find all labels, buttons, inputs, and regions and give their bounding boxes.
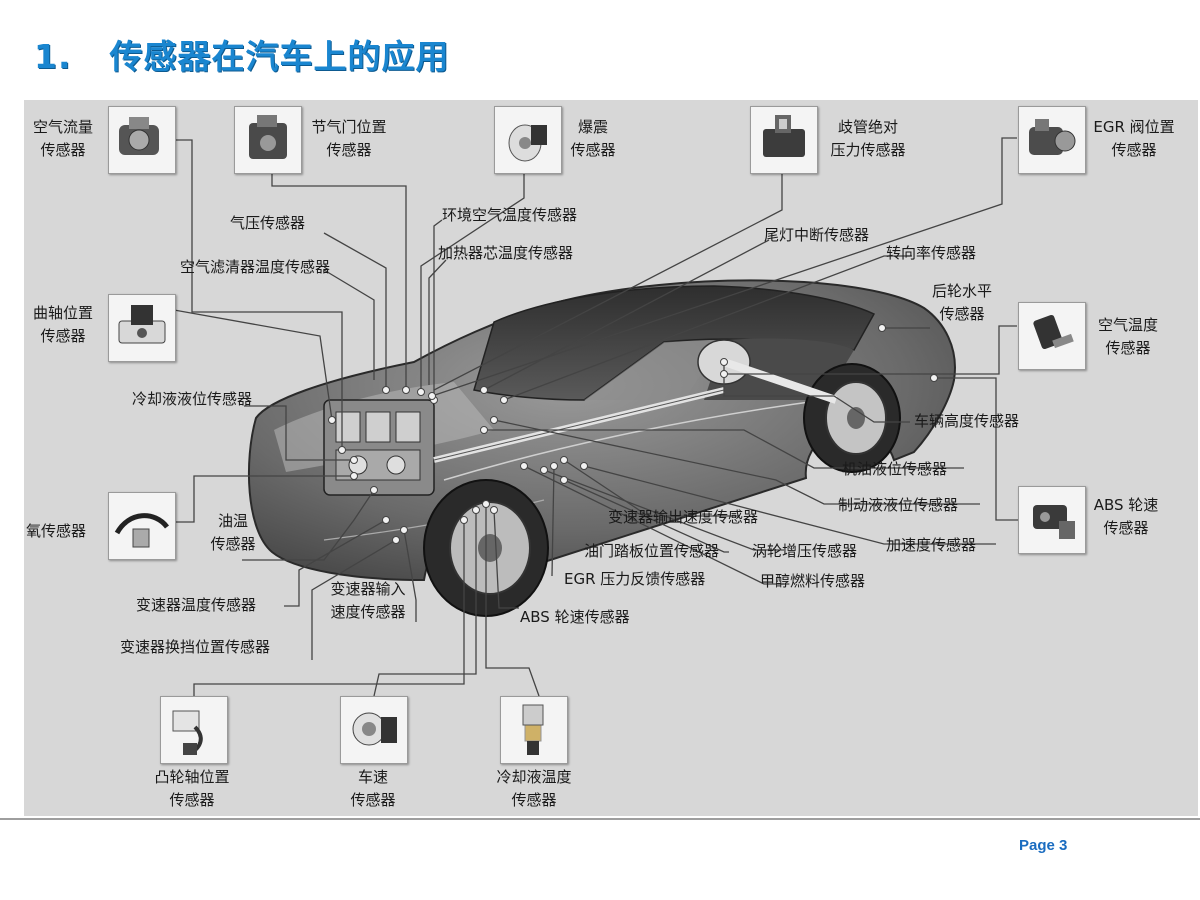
leader-lines bbox=[173, 137, 1024, 697]
label-egr-pressure-feedback-sensor: EGR 压力反馈传感器 bbox=[564, 570, 706, 588]
label-taillight-failure-sensor: 尾灯中断传感器 bbox=[764, 226, 870, 244]
label-oxygen-sensor: 氧传感器 bbox=[26, 522, 87, 540]
label-air-temp-sensor: 空气温度传感器 bbox=[1097, 316, 1158, 357]
footer-divider bbox=[0, 818, 1200, 820]
label-oil-temp-sensor: 油温传感器 bbox=[210, 512, 256, 553]
label-trans-output-speed-sensor: 变速器输出速度传感器 bbox=[608, 508, 759, 526]
label-rear-wheel-level-sensor: 后轮水平传感器 bbox=[931, 282, 992, 323]
engine-block bbox=[323, 399, 435, 496]
oxygen-sensor-photo bbox=[108, 492, 176, 560]
label-knock-sensor: 爆震传感器 bbox=[570, 118, 616, 159]
label-vehicle-speed-sensor: 车速传感器 bbox=[350, 768, 396, 809]
label-brake-fluid-level-sensor: 制动液液位传感器 bbox=[838, 496, 959, 514]
label-acceleration-sensor: 加速度传感器 bbox=[886, 536, 977, 554]
label-trans-input-speed-sensor: 变速器输入速度传感器 bbox=[330, 580, 406, 621]
label-yaw-rate-sensor: 转向率传感器 bbox=[886, 244, 977, 262]
page-number: Page 3 bbox=[1019, 837, 1068, 854]
vehicle-speed-sensor-photo bbox=[340, 696, 408, 764]
label-barometric-pressure-sensor: 气压传感器 bbox=[230, 214, 306, 232]
air-temp-sensor-photo bbox=[1018, 302, 1086, 370]
sensor-diagram-panel: 空气流量传感器 节气门位置传感器 爆震传感器 歧管绝对压力传感器 EGR 阀位置… bbox=[24, 100, 1198, 816]
egr-valve-sensor-photo bbox=[1018, 106, 1086, 174]
label-manifold-pressure-sensor: 歧管绝对压力传感器 bbox=[830, 118, 906, 159]
sensor-points bbox=[328, 324, 938, 544]
crankshaft-sensor-photo bbox=[108, 294, 176, 362]
knock-sensor-photo bbox=[494, 106, 562, 174]
label-trans-temp-sensor: 变速器温度传感器 bbox=[136, 596, 257, 614]
label-trans-gear-position-sensor: 变速器换挡位置传感器 bbox=[120, 638, 271, 656]
label-coolant-temp-sensor: 冷却液温度传感器 bbox=[496, 768, 572, 809]
label-turbo-boost-sensor: 涡轮增压传感器 bbox=[752, 542, 858, 560]
camshaft-sensor-photo bbox=[160, 696, 228, 764]
label-heater-core-temp-sensor: 加热器芯温度传感器 bbox=[438, 244, 574, 262]
slide-title: 1. 传感器在汽车上的应用 bbox=[34, 30, 450, 78]
car-windows bbox=[473, 285, 876, 401]
label-coolant-level-sensor: 冷却液液位传感器 bbox=[132, 390, 253, 408]
label-throttle-position-sensor: 节气门位置传感器 bbox=[311, 118, 387, 159]
label-air-cleaner-temp-sensor: 空气滤清器温度传感器 bbox=[180, 258, 331, 276]
manifold-pressure-sensor-photo bbox=[750, 106, 818, 174]
label-vehicle-height-sensor: 车辆高度传感器 bbox=[914, 412, 1020, 430]
coolant-temp-sensor-photo bbox=[500, 696, 568, 764]
label-methanol-fuel-sensor: 甲醇燃料传感器 bbox=[760, 572, 866, 590]
label-abs-wheel-speed-sensor-right: ABS 轮速传感器 bbox=[1093, 496, 1159, 537]
throttle-position-sensor-photo bbox=[234, 106, 302, 174]
rear-wheel bbox=[803, 363, 901, 473]
slide-section-number: 1. bbox=[34, 37, 72, 76]
label-camshaft-position-sensor: 凸轮轴位置传感器 bbox=[154, 768, 230, 809]
label-ambient-air-temp-sensor: 环境空气温度传感器 bbox=[442, 206, 578, 224]
label-abs-wheel-speed-sensor-center: ABS 轮速传感器 bbox=[520, 608, 630, 626]
label-accel-pedal-position-sensor: 油门踏板位置传感器 bbox=[584, 542, 720, 560]
label-oil-level-sensor: 机油液位传感器 bbox=[842, 460, 948, 478]
label-crankshaft-position-sensor: 曲轴位置传感器 bbox=[32, 304, 93, 345]
car-illustration bbox=[173, 137, 1024, 697]
slide-title-text: 传感器在汽车上的应用 bbox=[109, 37, 450, 76]
label-air-flow-sensor: 空气流量传感器 bbox=[32, 118, 93, 159]
label-egr-valve-position-sensor: EGR 阀位置传感器 bbox=[1093, 118, 1175, 159]
abs-wheel-speed-sensor-photo bbox=[1018, 486, 1086, 554]
air-flow-sensor-photo bbox=[108, 106, 176, 174]
